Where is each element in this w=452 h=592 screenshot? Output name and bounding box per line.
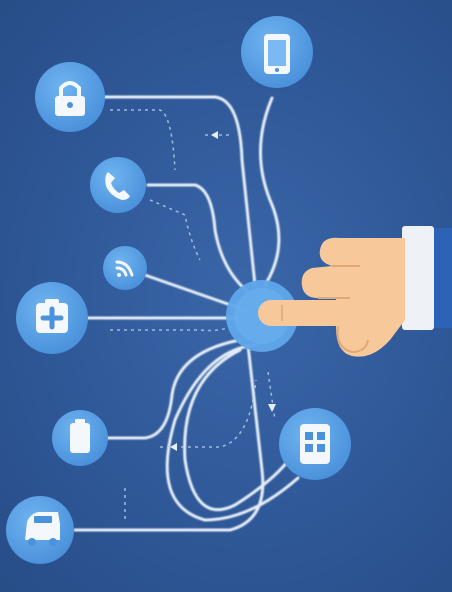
node-car — [6, 496, 74, 564]
link-phone — [148, 185, 248, 292]
node-wifi — [103, 246, 147, 290]
battery-icon — [70, 419, 90, 453]
hand-palm — [302, 238, 405, 357]
node-battery — [52, 410, 108, 466]
link-mobile — [260, 98, 278, 285]
index-finger — [258, 300, 348, 326]
node-phone — [90, 157, 146, 213]
node-medical — [16, 282, 88, 354]
node-apps — [279, 408, 351, 480]
medical-icon — [36, 299, 68, 333]
node-mobile — [241, 16, 313, 88]
mobile-icon — [264, 34, 290, 74]
apps-icon — [300, 424, 330, 464]
cuff — [402, 226, 434, 330]
node-lock — [35, 62, 105, 132]
